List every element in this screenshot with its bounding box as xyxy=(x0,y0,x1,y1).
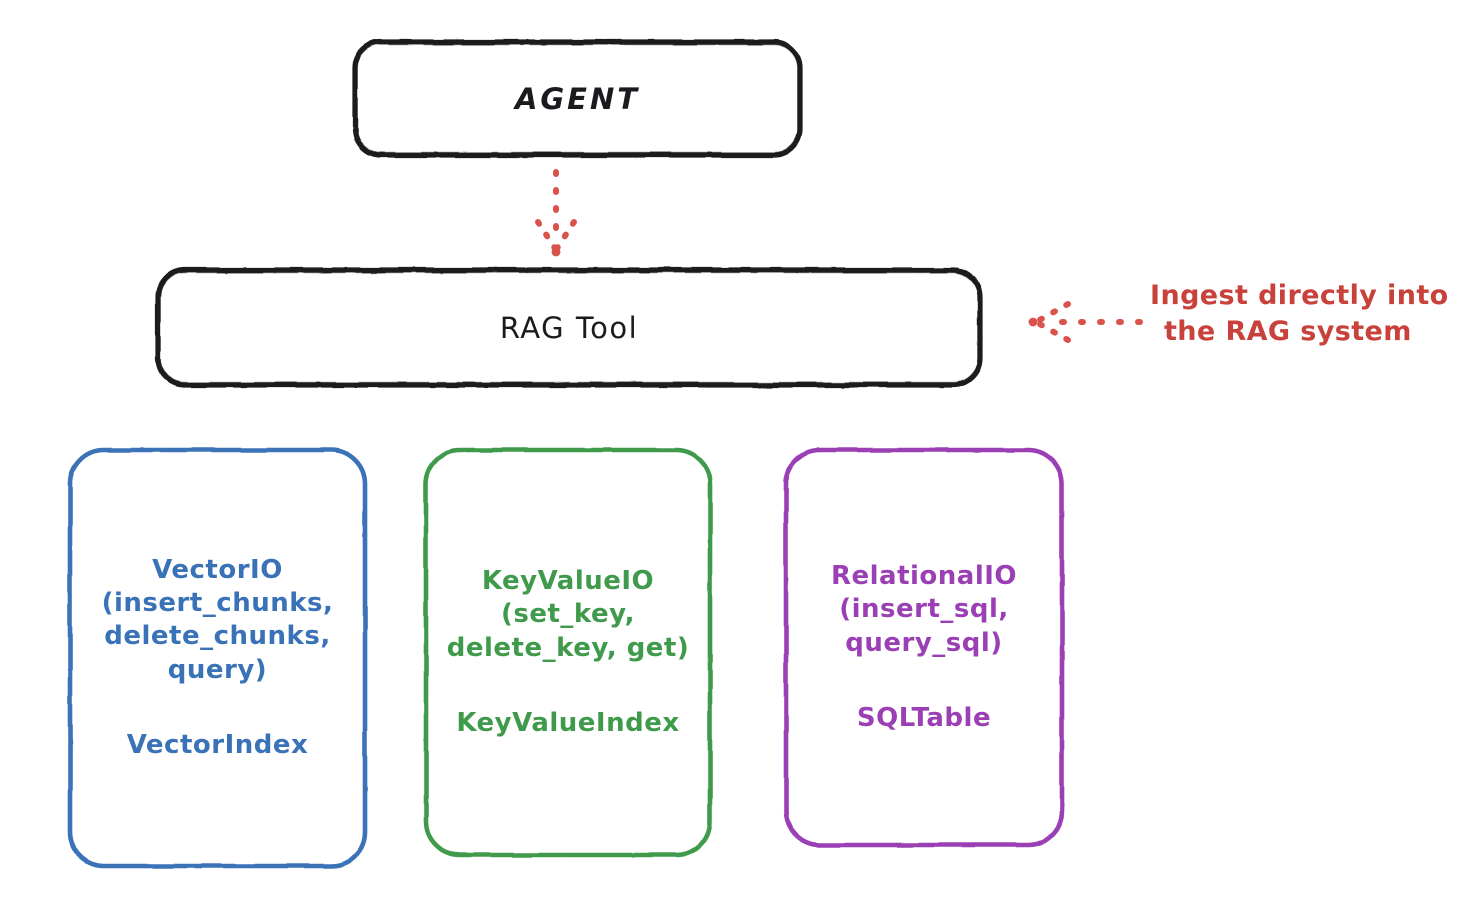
relational-io-label: RelationalIO (insert_sql, query_sql) SQL… xyxy=(786,450,1062,845)
ingest-annotation-line2: the RAG system xyxy=(1164,316,1412,348)
keyvalue-io-signature: KeyValueIO (set_key, delete_key, get) xyxy=(446,565,690,663)
vector-io-label: VectorIO (insert_chunks, delete_chunks, … xyxy=(70,450,365,866)
keyvalue-io-label: KeyValueIO (set_key, delete_key, get) Ke… xyxy=(426,450,710,855)
vector-index-label: VectorIndex xyxy=(126,729,309,760)
rag-tool-label-text: RAG Tool xyxy=(499,310,639,345)
annotation-to-rag-arrow xyxy=(1028,301,1143,343)
agent-label-text: AGENT xyxy=(514,81,641,116)
rag-tool-label: RAG Tool xyxy=(158,270,980,385)
agent-label: AGENT xyxy=(355,42,800,155)
vector-io-signature: VectorIO (insert_chunks, delete_chunks, … xyxy=(101,554,334,685)
ingest-annotation-line1: Ingest directly into xyxy=(1150,280,1449,311)
keyvalue-index-label: KeyValueIndex xyxy=(456,707,680,738)
agent-to-rag-arrow xyxy=(535,169,577,257)
relational-io-signature: RelationalIO (insert_sql, query_sql) xyxy=(830,560,1018,658)
ingest-annotation: Ingest directly into the RAG system xyxy=(1150,278,1470,351)
sql-table-label: SQLTable xyxy=(856,702,992,733)
